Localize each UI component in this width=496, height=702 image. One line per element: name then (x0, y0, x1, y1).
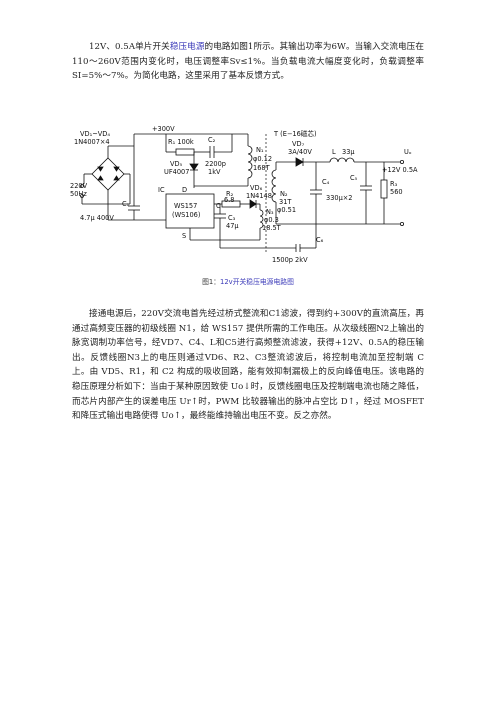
label-c1: C₁ (122, 200, 130, 208)
label-vd5: VD₅ (170, 160, 183, 168)
label-n2: N₂ (280, 190, 288, 198)
resistor-r3 (380, 162, 388, 224)
output-capacitors (310, 162, 372, 224)
label-r2: R₂ (226, 190, 234, 198)
figure-caption-text: 12v开关稳压电源电路图 (220, 278, 294, 286)
label-r2-value: 6.8 (224, 196, 235, 204)
label-d: D (182, 186, 187, 194)
label-uo: Uₒ (404, 148, 412, 156)
ic-ws157 (165, 193, 215, 229)
inductor-l (329, 157, 400, 163)
label-c3-value: 47μ (226, 222, 239, 230)
label-n3-wire: φ0.3 (264, 216, 279, 224)
label-inductor: L (332, 148, 336, 156)
label-n1-wire: φ0.12 (253, 155, 272, 163)
body-paragraph: 接通电源后，220V交流电首先经过桥式整流和C1滤波，得到约+300V的直流高压… (72, 309, 424, 422)
diode-vd7 (295, 157, 330, 167)
label-c5: C₅ (350, 174, 358, 182)
label-n1: N₁ (256, 146, 264, 154)
label-n2-wire: φ0.51 (277, 206, 296, 214)
circuit-diagram: VD₁~VD₄ 1N4007×4 220V 50Hz +300V C₁ 4.7μ… (70, 124, 430, 274)
label-vd5-part: UF4007 (164, 168, 189, 176)
label-c6: C₆ (316, 236, 324, 244)
capacitor-c6 (219, 224, 317, 252)
label-c-pin: C (216, 202, 221, 210)
label-vd7: VD₇ (292, 140, 305, 148)
capacitor-c1 (128, 146, 140, 220)
label-c3: C₃ (228, 214, 236, 222)
figure-caption-prefix: 图1： (202, 278, 221, 286)
label-c4-c5-value: 330μ×2 (326, 194, 353, 202)
label-ac-in: 220V (70, 182, 88, 190)
label-n1-turns: 168T (253, 164, 271, 172)
label-plus-300v: +300V (152, 125, 175, 133)
label-c4: C₄ (322, 178, 330, 186)
label-r3-value: 560 (390, 188, 403, 196)
label-c2: C₂ (208, 136, 216, 144)
label-chip-1: WS157 (174, 202, 197, 210)
figure-caption: 图1：12v开关稳压电源电路图 (0, 276, 496, 286)
label-n3: N₃ (266, 208, 274, 216)
label-c6-value: 1500p 2kV (272, 256, 308, 264)
label-vd7-part: 3A/40V (288, 148, 312, 156)
label-s-pin: S (182, 232, 186, 240)
label-bridge-part: 1N4007×4 (74, 138, 110, 146)
label-r3: R₃ (390, 180, 398, 188)
output-terminal-positive (399, 160, 404, 165)
label-chip-2: (WS106) (172, 211, 200, 219)
label-c1-value: 4.7μ 400V (80, 214, 114, 222)
intro-paragraph: 12V、0.5A单片开关稳压电源的电路如图1所示。其输出功率为6W。当输入交流电… (72, 40, 424, 84)
label-inductor-value: 33μ (342, 148, 355, 156)
label-vd1-vd4: VD₁~VD₄ (80, 130, 110, 138)
label-frequency: 50Hz (70, 190, 87, 198)
bridge-rectifier (80, 145, 134, 220)
label-n3-turns: 18.5T (262, 224, 282, 232)
label-vd6: VD₆ (250, 184, 263, 192)
primary-winding-n1 (194, 134, 253, 187)
output-terminal-negative (399, 222, 404, 227)
label-r1: R₁ 100k (168, 138, 194, 146)
circuit-svg: VD₁~VD₄ 1N4007×4 220V 50Hz +300V C₁ 4.7μ… (70, 125, 418, 264)
label-vd6-part: 1N4148 (246, 192, 272, 200)
intro-text-end: 的电路如图1所示。其输出功率为6W。当输入交流电压在110～260V范围内变化时… (72, 42, 424, 82)
label-c2-voltage: 1kV (208, 168, 221, 176)
label-output: +12V 0.5A (382, 166, 418, 174)
feedback-network (190, 199, 264, 241)
label-transformer: T (E−16磁芯) (273, 129, 317, 138)
label-n2-turns: 31T (279, 198, 292, 206)
label-ic: IC (158, 186, 165, 194)
snubber (165, 134, 233, 188)
intro-text-start: 12V、0.5A单片开关 (89, 42, 170, 52)
power-supply-link[interactable]: 稳压电源 (169, 42, 205, 52)
secondary-winding-n2 (271, 161, 400, 225)
label-c2-value: 2200p (205, 160, 226, 168)
